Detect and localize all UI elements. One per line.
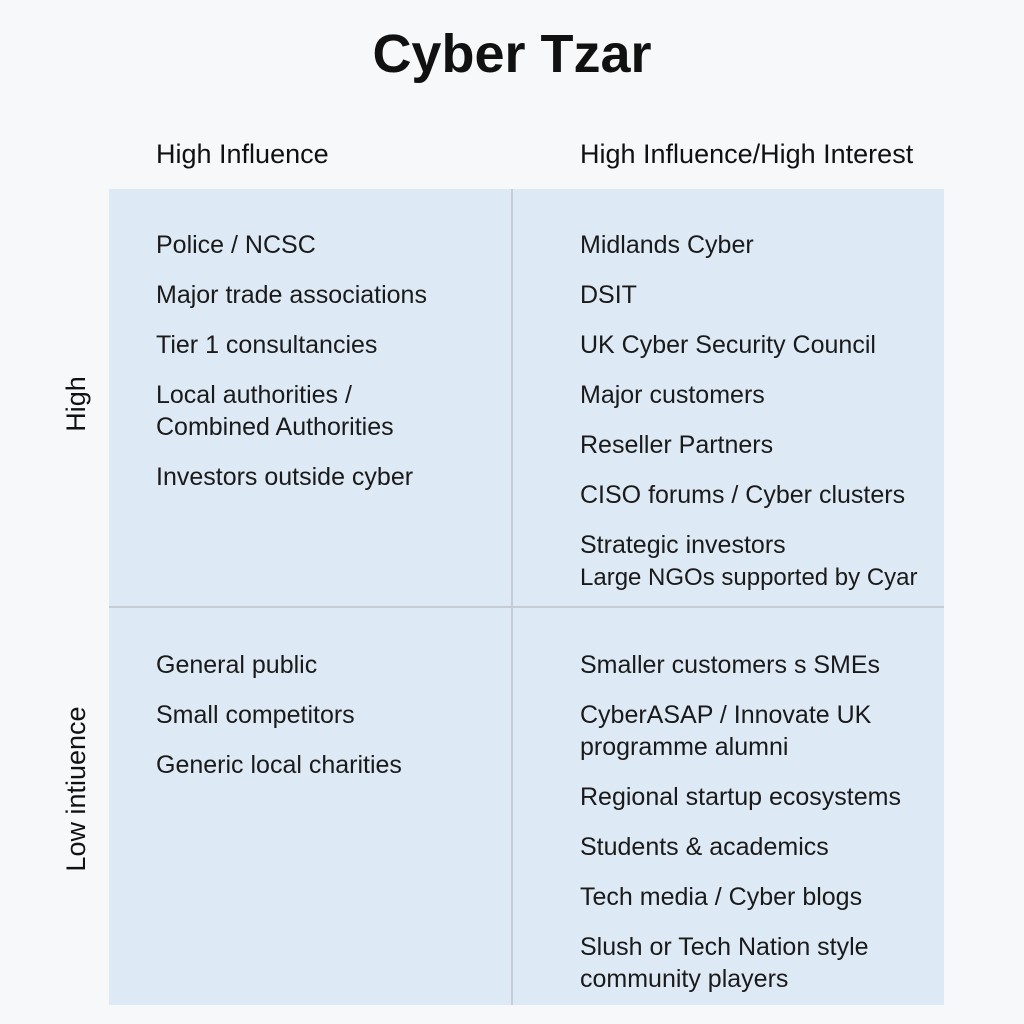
- column-header-high-influence-high-interest: High Influence/High Interest: [580, 139, 914, 169]
- list-item: General public: [156, 651, 318, 679]
- list-item: CyberASAP / Innovate UK programme alumni: [580, 701, 872, 761]
- row-label-high: High: [61, 376, 91, 432]
- list-item: Strategic investors: [580, 531, 786, 559]
- vertical-divider: [511, 189, 513, 1005]
- quadrant-bottom-left: General public Small competitors Generic…: [156, 649, 506, 799]
- list-item: DSIT: [580, 281, 637, 309]
- list-item: Major customers: [580, 381, 765, 409]
- list-item: Tech media / Cyber blogs: [580, 883, 863, 911]
- list-item: Investors outside cyber: [156, 463, 414, 491]
- list-item: Generic local charities: [156, 751, 402, 779]
- list-item: Local authorities / Combined Authorities: [156, 381, 394, 441]
- list-item: Midlands Cyber: [580, 231, 754, 259]
- list-item: Students & academics: [580, 833, 829, 861]
- list-item: Smaller customers s SMEs: [580, 651, 881, 679]
- list-item: Major trade associations: [156, 281, 427, 309]
- list-item: Small competitors: [156, 701, 355, 729]
- list-item: Slush or Tech Nation style community pla…: [580, 933, 869, 993]
- quadrant-grid: Police / NCSC Major trade associations T…: [109, 189, 944, 1005]
- list-item: Police / NCSC: [156, 231, 316, 259]
- list-item: Reseller Partners: [580, 431, 774, 459]
- list-item: CISO forums / Cyber clusters: [580, 481, 906, 509]
- list-item: Regional startup ecosystems: [580, 783, 901, 811]
- quadrant-top-left: Police / NCSC Major trade associations T…: [156, 229, 506, 511]
- page-title: Cyber Tzar: [372, 24, 652, 84]
- list-item: Tier 1 consultancies: [156, 331, 378, 359]
- row-label-low-influence: Low intiuence: [61, 706, 91, 872]
- quadrant-bottom-right: Smaller customers s SMEs CyberASAP / Inn…: [580, 649, 942, 995]
- quadrant-top-right: Midlands Cyber DSIT UK Cyber Security Co…: [580, 229, 942, 593]
- list-item: Large NGOs supported by Cyar: [580, 564, 918, 591]
- horizontal-divider: [109, 606, 944, 608]
- list-item: UK Cyber Security Council: [580, 331, 876, 359]
- column-header-high-influence: High Influence: [156, 139, 329, 169]
